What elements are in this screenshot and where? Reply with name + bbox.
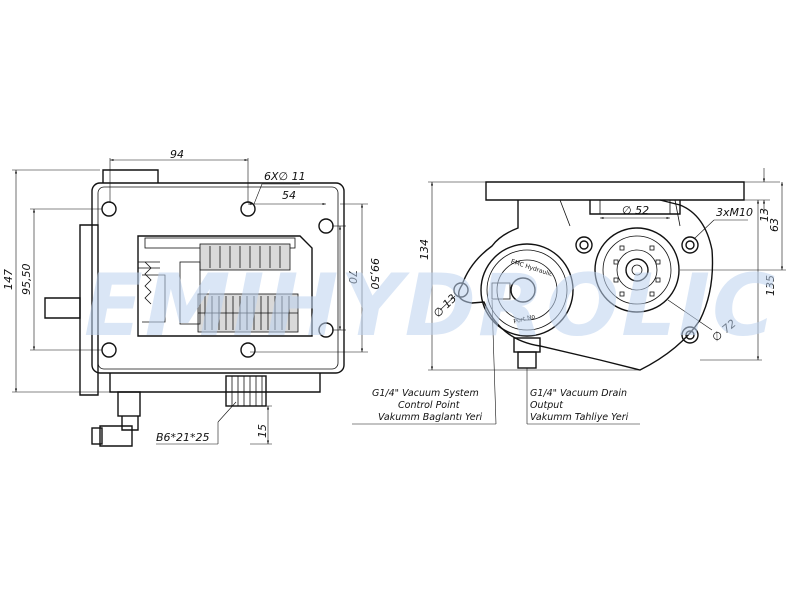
control-line-1: G1/4" Vacuum System	[372, 388, 479, 399]
dim-147: 147	[2, 269, 15, 290]
gear-teeth	[204, 246, 290, 330]
boss-3	[681, 326, 699, 344]
gear-section	[138, 237, 299, 333]
dim-135: 135	[764, 275, 777, 296]
top-lug	[102, 169, 159, 183]
note-control-point: G1/4" Vacuum System Control Point Vakumm…	[352, 299, 497, 425]
dim-134: 134	[418, 239, 431, 260]
drain-line-1: G1/4" Vacuum Drain	[530, 388, 627, 399]
shaft-left	[44, 297, 81, 319]
vacuum-fitting-left	[91, 391, 141, 447]
drain-line-2: Output	[530, 400, 564, 411]
dim-99-50: 99,50	[368, 258, 381, 290]
output-assembly	[594, 227, 680, 313]
dim-54: 54	[282, 189, 296, 202]
dim-3xm10: 3xM10	[716, 206, 753, 219]
flange-boss	[589, 200, 681, 215]
boss-2	[681, 236, 699, 254]
spline-shaft	[225, 375, 267, 407]
note-drain-output: G1/4" Vacuum Drain Output Vakumm Tahliye…	[526, 368, 640, 425]
dim-v13: 13	[758, 208, 771, 222]
dim-holes: 6X∅ 11	[264, 170, 306, 183]
watermark: EMIHYDROLIC	[84, 256, 777, 356]
control-line-2: Control Point	[398, 400, 461, 411]
dim-95-50: 95,50	[20, 264, 33, 296]
dim-94: 94	[170, 148, 184, 161]
drain-line-3: Vakumm Tahliye Yeri	[530, 412, 629, 423]
dim-v63: 63	[768, 218, 781, 232]
gear-window	[137, 235, 313, 337]
top-flange	[485, 181, 745, 201]
boss-1	[575, 236, 593, 254]
bottom-housing	[109, 373, 321, 393]
dim-15: 15	[256, 424, 269, 438]
flange-plate	[91, 182, 345, 374]
left-view: 94 6X∅ 11 54 147 95,50 70 99,50 B6*21*25…	[2, 148, 381, 447]
dim-spline: B6*21*25	[156, 431, 210, 444]
control-line-3: Vakumm Baglantı Yeri	[378, 412, 483, 423]
dim-70: 70	[346, 270, 359, 284]
dim-d52: ∅ 52	[622, 204, 649, 217]
ear-hole	[453, 282, 469, 298]
